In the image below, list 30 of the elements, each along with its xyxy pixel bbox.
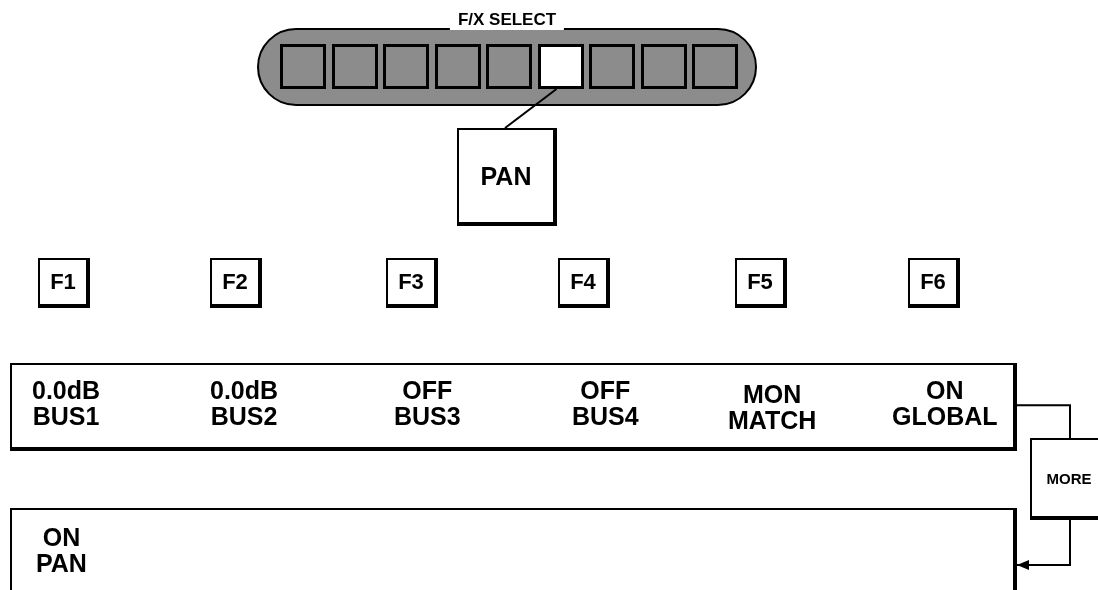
panel-title: F/X SELECT — [449, 10, 565, 30]
panel-button — [640, 44, 687, 89]
function-key: F1 — [38, 258, 90, 308]
panel-button — [434, 44, 481, 89]
function-key: F6 — [908, 258, 960, 308]
function-key: F3 — [386, 258, 438, 308]
arrow — [1016, 519, 1071, 570]
display-text: MON MATCH — [728, 381, 817, 434]
function-key: F2 — [210, 258, 262, 308]
more-key: MORE — [1030, 438, 1098, 520]
display-panel — [10, 508, 1017, 590]
panel-button — [280, 44, 326, 89]
connector-line — [1016, 404, 1071, 439]
display-text: OFF BUS3 — [394, 377, 461, 430]
panel-button — [692, 44, 738, 89]
display-panel — [10, 363, 1017, 451]
panel-button — [331, 44, 378, 89]
panel-button — [486, 44, 532, 89]
display-text: OFF BUS4 — [572, 377, 639, 430]
key: PAN — [457, 128, 557, 226]
panel-button — [589, 44, 635, 89]
display-text: 0.0dB BUS2 — [210, 377, 279, 430]
function-key: F5 — [735, 258, 787, 308]
leader-line — [504, 88, 558, 129]
display-text: 0.0dB BUS1 — [32, 377, 101, 430]
function-key: F4 — [558, 258, 610, 308]
panel-button — [383, 44, 429, 89]
display-text: ON GLOBAL — [892, 377, 998, 430]
display-text: ON PAN — [36, 524, 87, 577]
panel-button — [537, 44, 584, 89]
